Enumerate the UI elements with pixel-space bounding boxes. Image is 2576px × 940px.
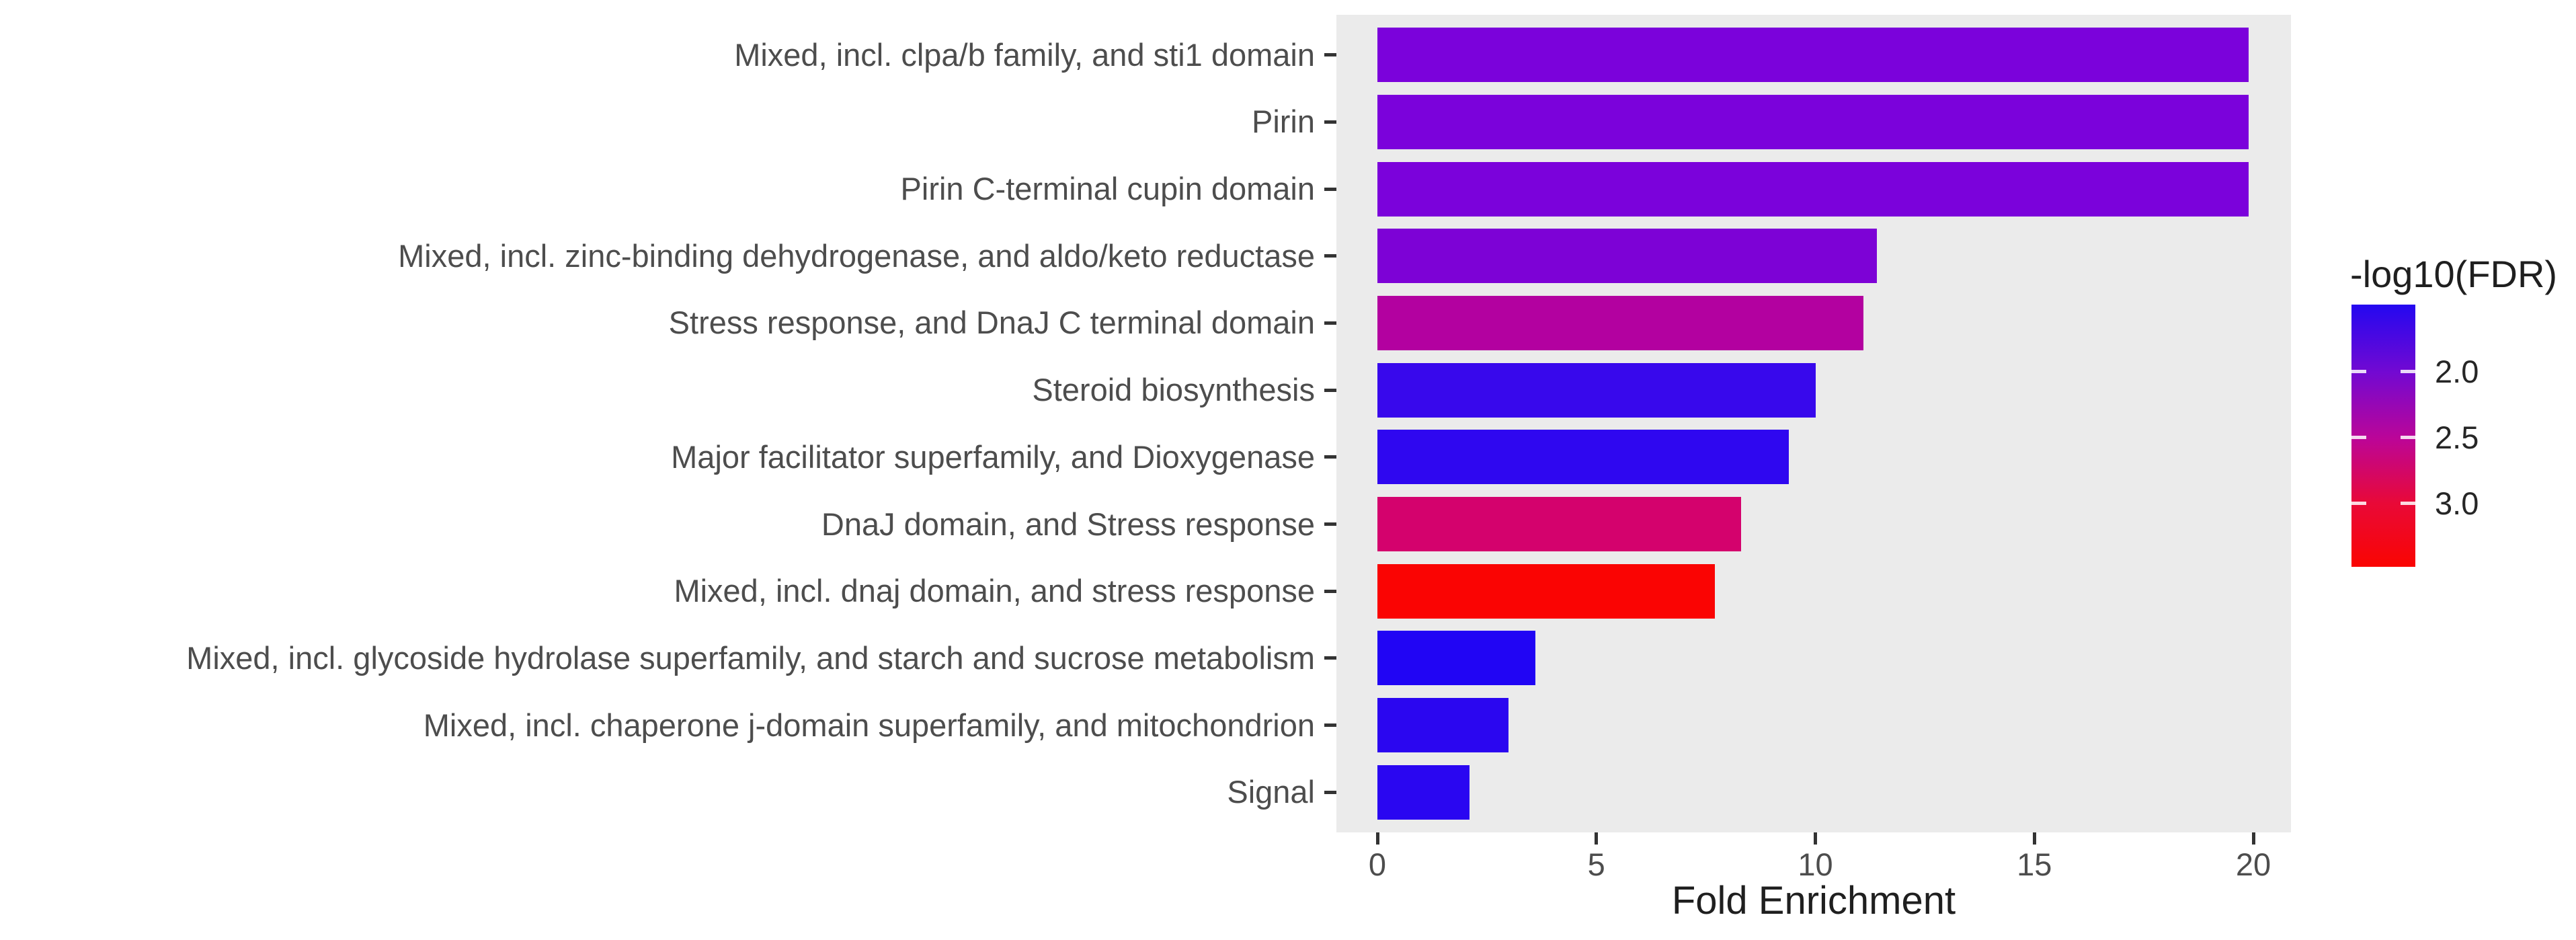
- y-axis-tick: [1324, 187, 1336, 191]
- y-axis-label: DnaJ domain, and Stress response: [821, 506, 1315, 542]
- bar: [1377, 161, 2249, 217]
- legend-title: -log10(FDR): [2350, 253, 2558, 295]
- y-axis-tick: [1324, 321, 1336, 325]
- legend-colorbar: [2351, 305, 2415, 567]
- x-axis-title: Fold Enrichment: [1671, 879, 1956, 923]
- x-axis-tick-label: 15: [2017, 847, 2052, 882]
- y-axis-tick: [1324, 455, 1336, 459]
- x-axis-tick: [1814, 832, 1817, 845]
- y-axis-label: Pirin: [1251, 104, 1315, 140]
- bar: [1377, 94, 2249, 149]
- bar: [1377, 362, 1816, 418]
- x-axis-tick-label: 20: [2235, 847, 2271, 882]
- bar: [1377, 563, 1715, 619]
- bar: [1377, 631, 1535, 686]
- bar: [1377, 430, 1789, 485]
- y-axis-label: Mixed, incl. dnaj domain, and stress res…: [674, 573, 1315, 609]
- legend-colorbar-tick: [2401, 502, 2415, 506]
- y-axis-tick: [1324, 388, 1336, 392]
- y-axis-tick: [1324, 656, 1336, 660]
- y-axis-tick: [1324, 120, 1336, 124]
- y-axis-tick: [1324, 254, 1336, 258]
- legend-colorbar-tick: [2401, 436, 2415, 440]
- plot-panel: [1336, 15, 2291, 832]
- bar: [1377, 497, 1741, 551]
- legend-colorbar-tick: [2351, 370, 2366, 374]
- y-axis-label: Steroid biosynthesis: [1032, 372, 1315, 408]
- bar: [1377, 698, 1509, 753]
- x-axis-tick-label: 0: [1368, 847, 1387, 882]
- legend-tick-label: 2.5: [2435, 419, 2479, 455]
- y-axis-tick: [1324, 522, 1336, 526]
- x-axis-tick-label: 10: [1798, 847, 1833, 882]
- y-axis-tick: [1324, 589, 1336, 593]
- y-axis-tick: [1324, 53, 1336, 57]
- bar: [1377, 28, 2249, 83]
- y-axis-label: Signal: [1227, 774, 1315, 810]
- y-axis-tick: [1324, 723, 1336, 728]
- y-axis-label: Mixed, incl. chaperone j-domain superfam…: [423, 707, 1315, 743]
- legend-tick-label: 3.0: [2435, 485, 2479, 521]
- y-axis-label: Mixed, incl. glycoside hydrolase superfa…: [186, 639, 1315, 676]
- y-axis-label: Mixed, incl. clpa/b family, and sti1 dom…: [734, 36, 1315, 73]
- x-axis-tick: [2251, 832, 2255, 845]
- y-axis-label: Pirin C-terminal cupin domain: [900, 171, 1315, 207]
- legend-tick-label: 2.0: [2435, 353, 2479, 389]
- y-axis-label: Mixed, incl. zinc-binding dehydrogenase,…: [398, 237, 1315, 274]
- y-axis-tick: [1324, 790, 1336, 794]
- legend-colorbar-tick: [2351, 502, 2366, 506]
- legend-colorbar-tick: [2401, 370, 2415, 374]
- legend-colorbar-tick: [2351, 436, 2366, 440]
- x-axis-tick-label: 5: [1587, 847, 1605, 882]
- x-axis-tick: [1375, 832, 1379, 845]
- y-axis-label: Major facilitator superfamily, and Dioxy…: [671, 438, 1315, 475]
- x-axis-tick: [1595, 832, 1599, 845]
- bar: [1377, 765, 1470, 820]
- bar: [1377, 229, 1877, 284]
- x-axis-tick: [2032, 832, 2036, 845]
- y-axis-label: Stress response, and DnaJ C terminal dom…: [668, 305, 1315, 341]
- bar: [1377, 295, 1864, 350]
